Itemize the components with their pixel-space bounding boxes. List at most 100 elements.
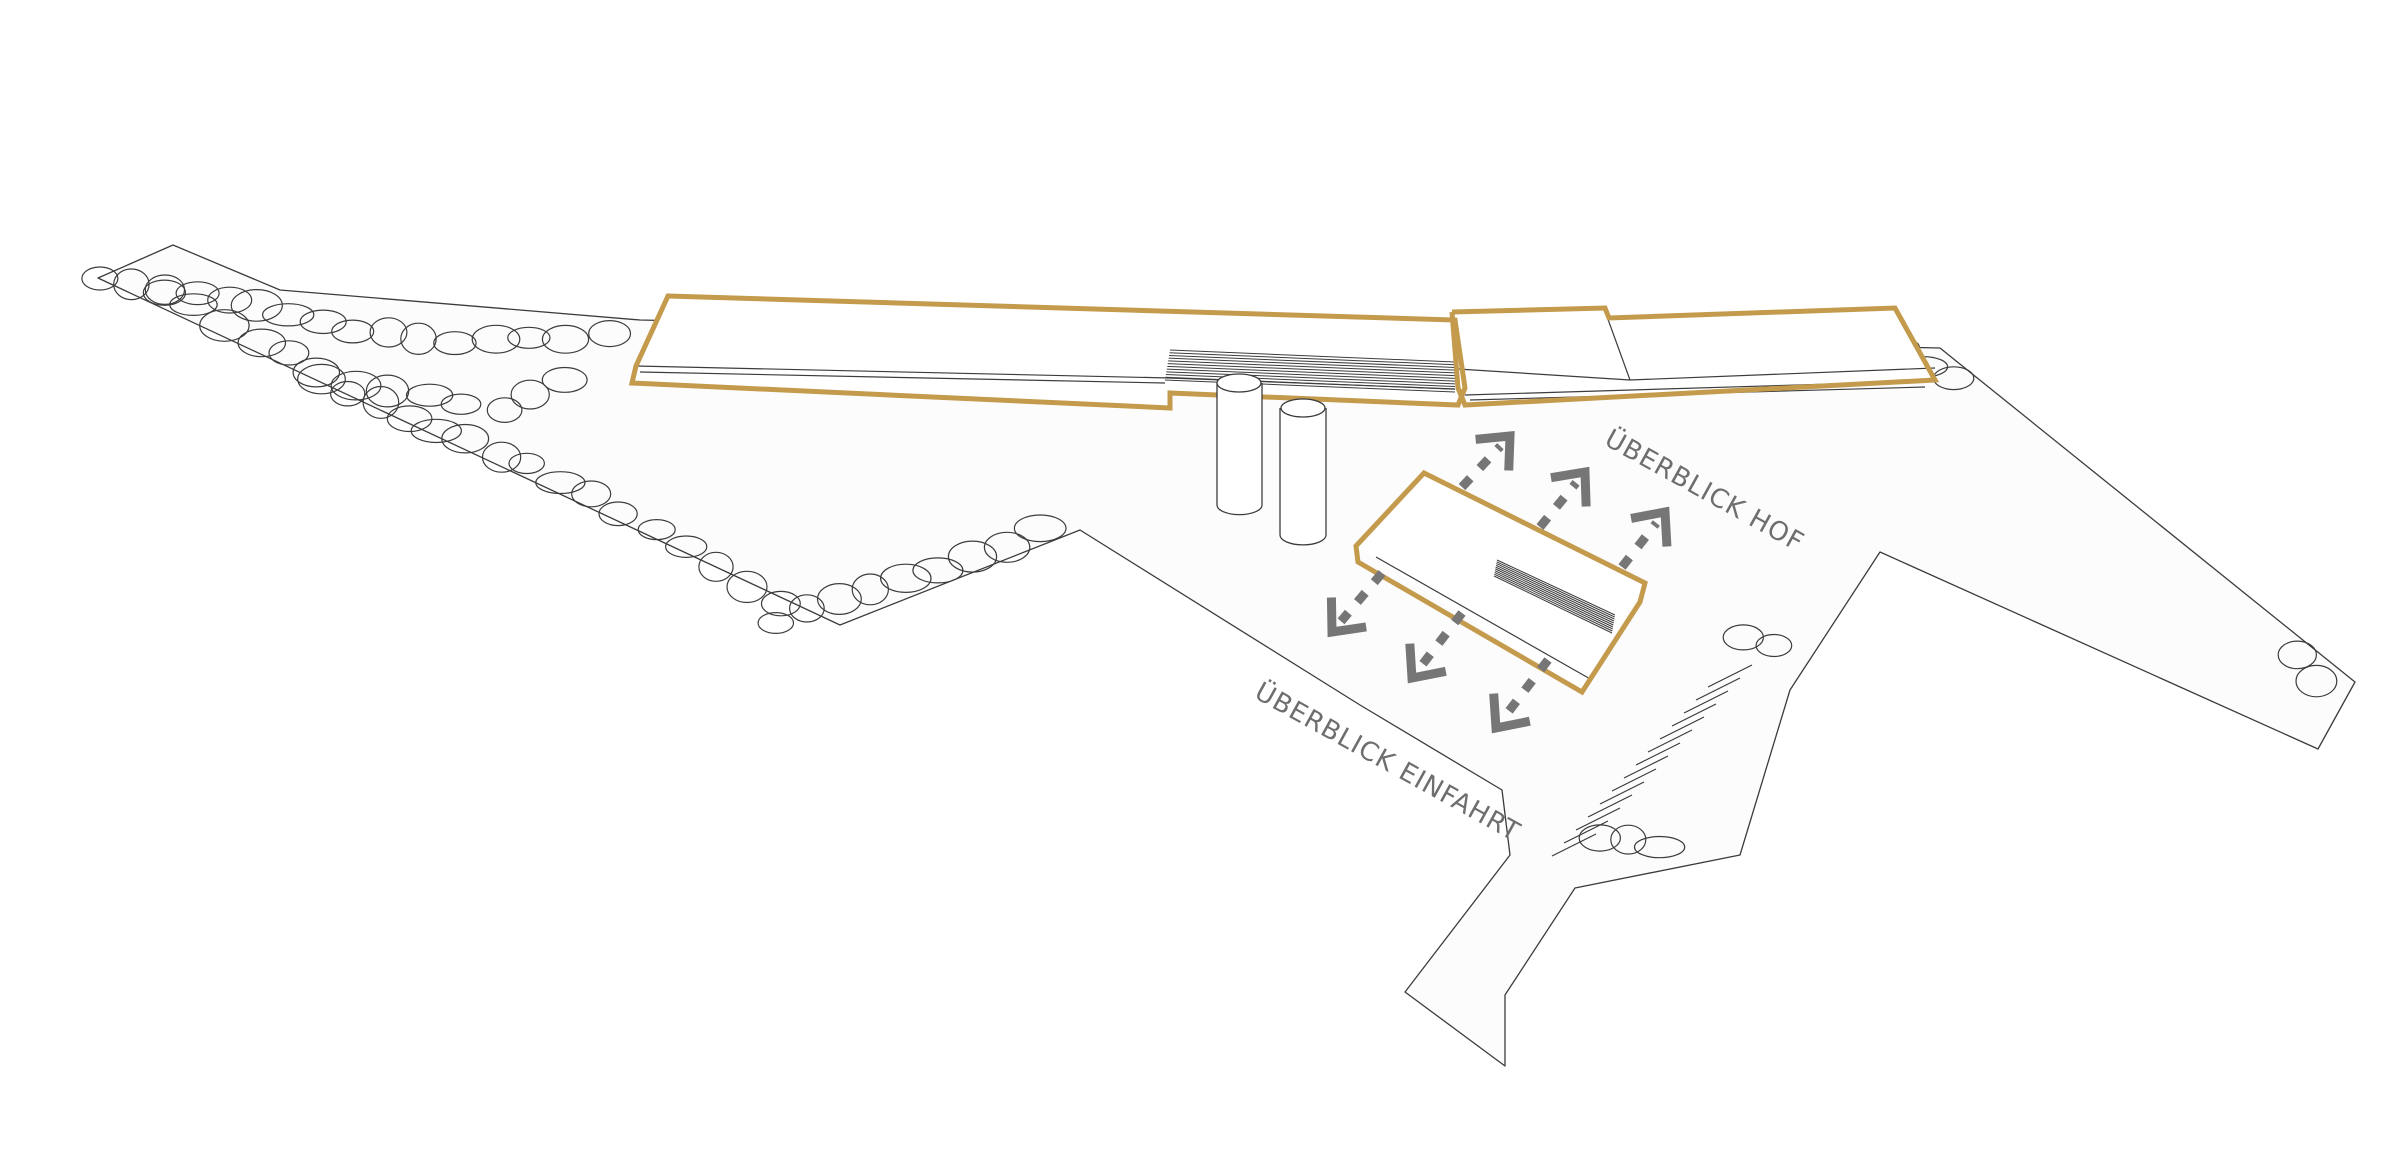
silos: [1216, 373, 1327, 546]
tree-canopy: [207, 286, 253, 314]
view-arrows: [1326, 431, 1672, 734]
tree-canopy: [268, 340, 310, 366]
tree-canopy: [1610, 824, 1647, 855]
view-arrow-shaft: [1337, 570, 1386, 625]
tree-canopy: [1633, 835, 1686, 859]
parking-stall-line: [1611, 768, 1657, 792]
tree-canopy: [175, 281, 220, 306]
tree-canopy: [471, 324, 521, 354]
tree-canopy: [299, 309, 347, 335]
parking-stall-line: [1575, 807, 1621, 831]
tree-canopy: [1013, 514, 1067, 543]
tree-canopy: [535, 471, 586, 495]
tree-canopy: [441, 423, 490, 454]
tree-canopy: [142, 279, 187, 306]
stair-line: [1165, 376, 1456, 390]
tree-canopy: [169, 293, 218, 317]
tree-canopy: [983, 531, 1031, 563]
view-arrow-head: [1550, 466, 1591, 507]
tree-canopy: [760, 590, 801, 617]
tree-canopy: [508, 452, 546, 475]
tree-canopy: [199, 309, 250, 342]
lookout-building: [1353, 469, 1648, 696]
tree-canopy: [1755, 633, 1793, 658]
tree-canopy: [237, 328, 287, 358]
stair-line: [1166, 371, 1456, 385]
tree-canopy: [637, 518, 676, 541]
tree-canopy: [440, 393, 482, 415]
parking-stall-line: [1707, 664, 1753, 688]
view-arrow-head: [1475, 431, 1515, 471]
parking-stalls: [1551, 664, 1753, 857]
parking-stall-line: [1551, 833, 1597, 857]
view-arrow-shaft: [1416, 610, 1466, 670]
tree-canopy: [262, 303, 315, 327]
main-building: [628, 293, 1940, 411]
tree-canopy: [665, 535, 708, 558]
view-arrow-head: [1405, 643, 1447, 684]
tree-canopy: [433, 331, 477, 356]
stair-line: [1493, 575, 1613, 634]
stair-hatch-main: [1164, 349, 1456, 393]
tree-canopy: [2277, 640, 2317, 670]
tree-canopy: [400, 322, 437, 355]
tree-canopy: [297, 363, 346, 395]
tree-canopy: [369, 317, 408, 348]
view-arrow-shaft: [1500, 657, 1552, 720]
tree-canopy: [541, 366, 588, 393]
stair-line: [1496, 561, 1615, 618]
tree-canopy: [541, 324, 590, 354]
tree-canopy: [331, 319, 375, 344]
stair-line: [1494, 570, 1614, 628]
stair-line: [1496, 559, 1616, 616]
parking-stall-line: [1695, 677, 1741, 701]
stair-line: [1495, 564, 1615, 622]
tree-canopy: [386, 405, 433, 433]
tree-canopy: [510, 379, 550, 410]
tree-canopy: [571, 480, 612, 508]
tree-canopy: [879, 563, 932, 594]
tree-canopy: [1722, 624, 1765, 651]
stair-line: [1494, 573, 1613, 632]
tree-canopies: [81, 266, 2338, 859]
view-arrow-shaft: [1618, 520, 1660, 570]
highlight-outline-middle: [1449, 305, 1940, 408]
tree-canopy: [330, 380, 366, 407]
stair-line: [1494, 571, 1613, 630]
stair-line: [1166, 368, 1456, 382]
parking-stall-line: [1587, 794, 1633, 818]
view-arrow-head: [1630, 506, 1672, 547]
tree-canopy: [410, 418, 462, 444]
stair-line: [1168, 357, 1456, 371]
stair-line: [1164, 379, 1456, 393]
tree-canopy: [2295, 664, 2338, 698]
tree-canopy: [598, 501, 638, 527]
tree-canopy: [726, 570, 768, 604]
parking-stall-line: [1683, 690, 1729, 714]
parking-stall-line: [1659, 716, 1705, 740]
stair-line: [1496, 563, 1615, 620]
stair-line: [1165, 374, 1456, 388]
stair-line: [1168, 360, 1456, 374]
tree-canopy: [507, 326, 551, 349]
stair-line: [1495, 568, 1614, 626]
tree-canopy: [789, 594, 825, 623]
stair-line: [1495, 566, 1614, 624]
tree-canopy: [851, 573, 890, 606]
parking-stall-line: [1635, 742, 1681, 766]
tree-canopy: [757, 611, 795, 634]
view-arrow-shaft: [1458, 443, 1504, 491]
stair-line: [1167, 365, 1456, 379]
highlight-outline-lookout: [1353, 469, 1648, 696]
stair-line: [1167, 363, 1456, 377]
tree-canopy: [486, 397, 523, 424]
tree-canopy: [330, 370, 382, 401]
view-arrow-head: [1489, 693, 1531, 734]
parking-stall-line: [1671, 703, 1717, 727]
view-arrow-shaft: [1536, 479, 1580, 530]
tree-canopy: [698, 551, 734, 582]
tree-canopy: [816, 582, 862, 615]
view-arrow-head: [1326, 597, 1367, 638]
tree-canopy: [481, 441, 522, 473]
